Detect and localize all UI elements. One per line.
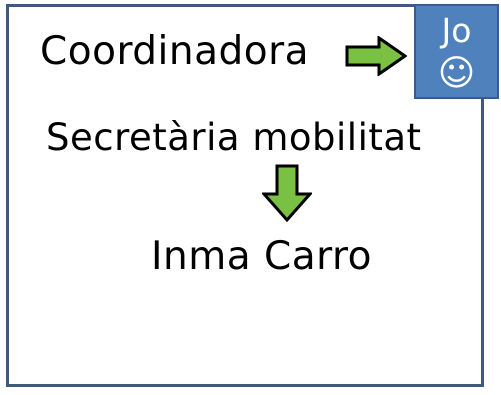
node-secretaria-mobilitat: Secretària mobilitat bbox=[46, 116, 422, 159]
node-coordinadora: Coordinadora bbox=[40, 29, 310, 74]
me-badge: Jo ☺ bbox=[414, 4, 499, 99]
arrow-right-icon bbox=[345, 36, 407, 76]
me-badge-label: Jo bbox=[441, 11, 472, 50]
arrow-down-icon bbox=[262, 164, 312, 222]
node-inma-carro: Inma Carro bbox=[151, 234, 373, 279]
smiley-icon: ☺ bbox=[437, 53, 476, 94]
diagram-frame bbox=[6, 4, 484, 387]
